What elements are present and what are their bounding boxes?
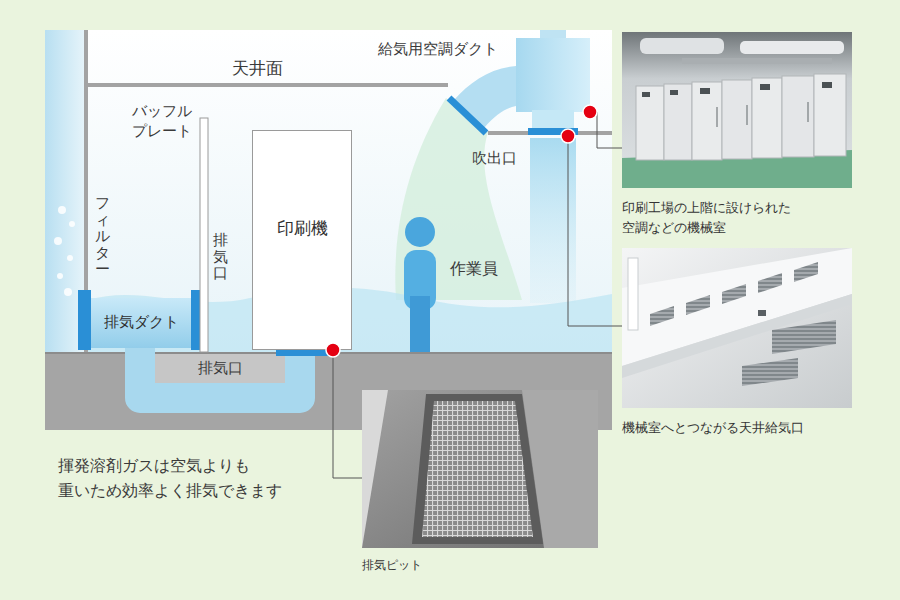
- floor: [276, 349, 332, 356]
- ceiling-vent-photo: [686, 295, 710, 315]
- machine-room-photo: [746, 105, 748, 125]
- room: [64, 288, 72, 296]
- printer-box: 印刷機: [252, 130, 352, 350]
- callout-dot: [583, 105, 597, 119]
- callout-dot: [326, 343, 340, 357]
- ceiling-vent-photo: [794, 262, 818, 282]
- supply-duct: [528, 128, 578, 135]
- supply-duct: [532, 110, 574, 128]
- ceiling-label: 天井面: [232, 57, 283, 79]
- machine-room-photo: [752, 78, 782, 158]
- label-holder: 天井面: [232, 57, 283, 79]
- room: [88, 83, 448, 87]
- ceiling-vent-photo: [622, 248, 852, 408]
- ceiling-vent-photo: [742, 358, 798, 386]
- machine-room-photo: [760, 84, 770, 90]
- pit-photo: [362, 390, 388, 548]
- machine-room-photo: [740, 41, 844, 54]
- label-holder: 給気用空調ダクト: [378, 40, 498, 60]
- ceiling-vent-photo: [772, 320, 836, 354]
- exhaust-port-label: 排気口: [198, 359, 243, 379]
- label-holder: フィルター: [95, 195, 110, 278]
- machine-room-photo: [814, 74, 846, 156]
- worker-figure: [410, 296, 430, 352]
- pit-photo: [362, 390, 598, 548]
- label-holder: バッフル プレート: [132, 101, 192, 142]
- machine-room-photo: [716, 107, 718, 127]
- exhaust-equipment: [78, 290, 91, 350]
- room: [45, 30, 612, 430]
- exhaust-duct-box: 排気ダクト: [91, 298, 191, 348]
- ceiling-vent-photo: [622, 248, 852, 408]
- label-holder: 排気口: [213, 232, 228, 282]
- exhaust-equipment: [78, 118, 208, 352]
- room: [45, 30, 612, 430]
- airflow: [530, 138, 576, 303]
- machine-room-photo: [807, 102, 809, 122]
- note-text: 揮発溶剤ガスは空気よりも 重いため効率よく排気できます: [58, 454, 282, 504]
- exhaust-equipment: [200, 118, 208, 352]
- leader-line: [333, 112, 622, 478]
- room: [67, 255, 73, 261]
- machine-room-photo: [642, 92, 650, 97]
- label-holder: 排気口: [198, 359, 243, 379]
- machine-room-photo: [640, 38, 724, 54]
- ceiling-vent-photo: [628, 258, 638, 330]
- machine-room-photo: [700, 88, 710, 94]
- node-label: 印刷機: [277, 217, 328, 239]
- leader-line: [333, 350, 362, 478]
- photo-caption: 印刷工場の上階に設けられた 空調などの機械室: [622, 198, 791, 237]
- pit-photo: [422, 401, 533, 537]
- photo-panel: 排気ピット: [362, 390, 598, 574]
- label-holder: 吹出口: [472, 149, 517, 169]
- ceiling-vent-photo: [758, 310, 766, 316]
- worker-figure: [405, 217, 435, 247]
- ceiling-vent-photo: [650, 306, 674, 326]
- photo-panel: 印刷工場の上階に設けられた 空調などの機械室: [622, 32, 852, 237]
- floor: [155, 354, 285, 384]
- airflow: [88, 98, 612, 352]
- machine-room-photo: [670, 90, 678, 95]
- callout-dot: [326, 105, 597, 357]
- filter-label: フィルター: [95, 195, 110, 278]
- exhaust-port-label: 排気口: [213, 232, 228, 282]
- photo-caption: 機械室へとつながる天井給気口: [622, 418, 804, 438]
- label-holder: 揮発溶剤ガスは空気よりも 重いため効率よく排気できます: [58, 454, 282, 504]
- outlet-label: 吹出口: [472, 149, 517, 169]
- ceiling-vent-photo: [758, 273, 782, 293]
- label-holder: 作業員: [450, 259, 498, 280]
- machine-room-photo: [782, 76, 814, 157]
- room: [54, 237, 62, 245]
- leader-line: [590, 112, 622, 148]
- supply-duct-label: 給気用空調ダクト: [378, 40, 498, 60]
- machine-room-photo: [822, 82, 832, 88]
- photo-panel: 機械室へとつながる天井給気口: [622, 248, 852, 438]
- baffle-plate-label: バッフル プレート: [132, 101, 192, 142]
- supply-duct: [449, 98, 486, 133]
- worker-figure: [404, 217, 436, 352]
- callout-dot: [561, 129, 575, 143]
- room: [69, 221, 75, 227]
- machine-room-photo: [622, 32, 852, 188]
- machine-room-photo: [664, 84, 692, 160]
- node-label: 排気ダクト: [104, 313, 179, 333]
- room: [57, 273, 63, 279]
- supply-duct: [454, 66, 516, 128]
- machine-room-photo: [636, 86, 664, 160]
- supply-duct: [516, 38, 590, 112]
- machine-room-photo: [682, 58, 832, 64]
- machine-room-photo: [722, 80, 752, 159]
- ceiling-vent-photo: [622, 294, 852, 378]
- pit-photo: [362, 390, 598, 548]
- machine-room-photo: [622, 32, 852, 188]
- pit-photo: [412, 394, 543, 544]
- room: [58, 206, 66, 214]
- worker-label: 作業員: [450, 259, 498, 280]
- ceiling-vent-photo: [722, 284, 746, 304]
- machine-room-photo: [692, 82, 722, 160]
- leader-line: [568, 136, 622, 326]
- photo-caption: 排気ピット: [362, 556, 422, 574]
